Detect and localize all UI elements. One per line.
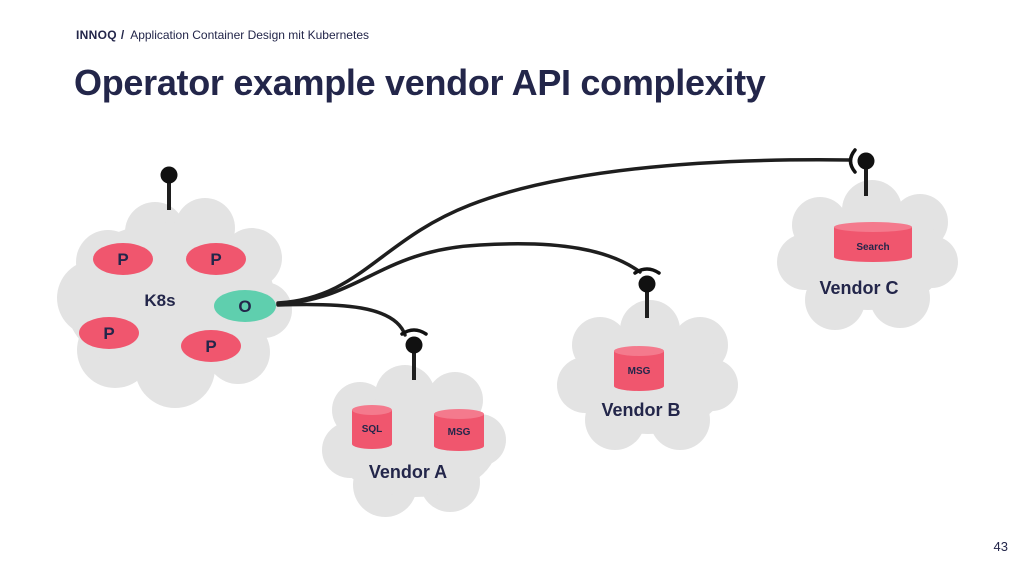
vendor-a-api-interface-icon [400, 328, 428, 380]
database-icon: MSG [434, 409, 484, 451]
slide-title: Operator example vendor API complexity [74, 62, 766, 103]
pod: P [79, 317, 139, 349]
vendor-c-label: Vendor C [819, 278, 898, 298]
database-label: MSG [628, 366, 651, 377]
vendor-b-label: Vendor B [601, 400, 680, 420]
pod: P [181, 330, 241, 362]
connection-vendor-a [276, 302, 407, 337]
connection-vendor-c [276, 158, 852, 305]
pod-label: P [210, 250, 221, 269]
operator-label: O [238, 297, 251, 316]
k8s-api-interface-icon [160, 166, 178, 210]
database-icon: Search [834, 222, 912, 262]
vendor-c-api-interface-icon [848, 148, 875, 196]
database-label: Search [856, 242, 889, 253]
header: INNOQ / Application Container Design mit… [76, 28, 369, 46]
pod: P [93, 243, 153, 275]
pod-label: P [205, 337, 216, 356]
brand-separator: / [120, 28, 125, 42]
brand-logo: INNOQ [76, 28, 117, 42]
vendor-a-label: Vendor A [369, 462, 447, 482]
pod-label: P [117, 250, 128, 269]
connection-vendor-b [276, 241, 642, 306]
presentation-subtitle: Application Container Design mit Kuberne… [130, 28, 369, 42]
database-icon: SQL [352, 405, 392, 449]
connection-lines [276, 158, 852, 337]
pod: P [186, 243, 246, 275]
vendor-b-api-interface-icon [633, 267, 661, 318]
database-label: MSG [448, 427, 471, 438]
database-icon: MSG [614, 346, 664, 391]
operator-node: O [214, 290, 276, 322]
k8s-label: K8s [144, 291, 175, 310]
page-number: 43 [993, 539, 1008, 554]
database-label: SQL [362, 424, 383, 435]
pod-label: P [103, 324, 114, 343]
vendor-b-cloud [557, 300, 738, 450]
